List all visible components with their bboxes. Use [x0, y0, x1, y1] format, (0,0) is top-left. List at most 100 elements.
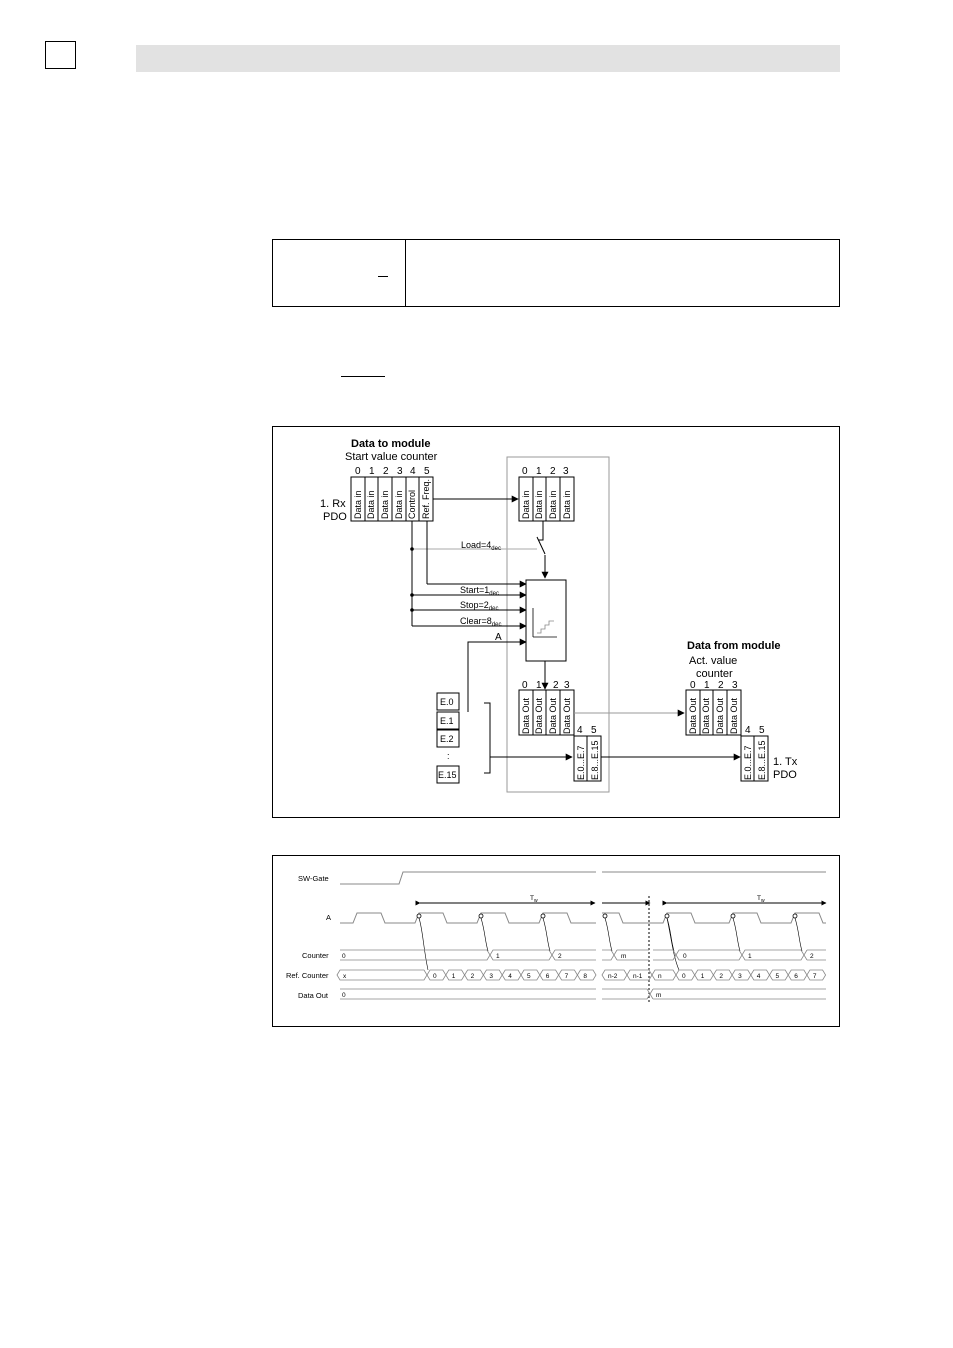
rx-byte-3: 3	[397, 466, 403, 477]
clear-label: Clear=8	[460, 616, 492, 626]
out-byte-2: 2	[553, 680, 559, 691]
out-byte-3: 3	[564, 680, 570, 691]
timing-diagram-svg: SW-Gate A Counter Ref. Counter Data Out …	[286, 871, 827, 1002]
ref-left-7: 7	[565, 973, 569, 980]
block-diagram-svg: Data to module Start value counter 1. Rx…	[320, 438, 798, 793]
tx-status-cell-1: E.8...E.15	[757, 740, 767, 780]
counter-cell-1: Data in	[534, 490, 544, 519]
tx-cell-2: Data Out	[715, 697, 725, 734]
counter-byte-2: 2	[550, 466, 556, 477]
signal-a: A	[326, 913, 331, 922]
tx-pdo-label-1: 1. Tx	[773, 756, 798, 768]
counter-block-diagram: Data to module Start value counter 1. Rx…	[272, 426, 840, 818]
svg-text:Load=4dec: Load=4dec	[461, 540, 501, 552]
counter-byte-0: 0	[522, 466, 528, 477]
ref-left-3: 3	[489, 973, 493, 980]
rx-byte-5: 5	[424, 466, 430, 477]
tw-label-right: T	[757, 895, 761, 902]
note-mark	[378, 276, 388, 277]
input-ellipsis: :	[447, 751, 450, 761]
counter-right-0: 0	[683, 953, 687, 960]
counter-left-m: m	[621, 953, 626, 960]
rx-cell-3: Data in	[394, 490, 404, 519]
timing-diagram: SW-Gate A Counter Ref. Counter Data Out …	[272, 855, 840, 1027]
start-label: Start=1	[460, 585, 489, 595]
data-to-module-title: Data to module	[351, 438, 430, 450]
input-e1: E.1	[440, 716, 454, 726]
ref-left-x: x	[343, 973, 347, 980]
input-e0: E.0	[440, 697, 454, 707]
svg-text:Tw: Tw	[530, 895, 538, 904]
sw-gate-trace	[340, 871, 596, 885]
out-cell-2: Data Out	[548, 697, 558, 734]
out-cell-0: Data Out	[521, 697, 531, 734]
counter-cell-3: Data in	[562, 490, 572, 519]
ref-left-x-segment	[336, 969, 428, 981]
note-table	[272, 239, 840, 307]
ref-mid-n-1: n-1	[633, 973, 643, 980]
out-byte-1: 1	[536, 680, 542, 691]
rx-byte-0: 0	[355, 466, 361, 477]
ref-left-2: 2	[471, 973, 475, 980]
ref-right-7: 7	[813, 973, 817, 980]
counter-right-1: 1	[748, 953, 752, 960]
input-a-arrow	[467, 638, 527, 712]
status-cell-1: E.8...E.15	[590, 740, 600, 780]
stop-label: Stop=2	[460, 600, 489, 610]
counter-left-2: 2	[558, 953, 562, 960]
underline-mark	[341, 376, 385, 377]
tx-cell-3: Data Out	[729, 697, 739, 734]
act-value-label-1: Act. value	[689, 655, 737, 667]
ref-right-1: 1	[701, 973, 705, 980]
tx-status-byte-4: 4	[745, 725, 751, 736]
svg-text:Clear=8dec: Clear=8dec	[460, 616, 501, 628]
tx-status-byte-5: 5	[759, 725, 765, 736]
ref-right-3: 3	[738, 973, 742, 980]
load-label: Load=4	[461, 540, 491, 550]
ref-left-8-segment	[576, 969, 597, 981]
module-frame	[506, 456, 610, 793]
ref-right-2: 2	[719, 973, 723, 980]
rx-byte-1: 1	[369, 466, 375, 477]
counter-byte-3: 3	[563, 466, 569, 477]
status-byte-5: 5	[591, 725, 597, 736]
input-e1-box	[436, 711, 460, 730]
signal-sw-gate: SW-Gate	[298, 874, 329, 883]
data-out-bus	[340, 988, 826, 1000]
out-byte-0: 0	[522, 680, 528, 691]
signal-counter: Counter	[302, 951, 329, 960]
input-bracket	[484, 702, 491, 774]
ref-left-8: 8	[583, 973, 587, 980]
input-e0-box	[436, 692, 460, 711]
counter-left-1: 1	[496, 953, 500, 960]
input-e2-box	[436, 729, 460, 748]
counter-cell-2: Data in	[548, 490, 558, 519]
ref-left-1: 1	[452, 973, 456, 980]
act-value-label-2: counter	[696, 668, 733, 680]
tx-byte-3: 3	[732, 680, 738, 691]
ref-right-5: 5	[776, 973, 780, 980]
a-trace	[340, 912, 596, 924]
input-e2: E.2	[440, 734, 454, 744]
status-byte-4: 4	[577, 725, 583, 736]
header-bar	[136, 45, 840, 72]
counter-bus	[340, 949, 826, 961]
svg-text:Stop=2dec: Stop=2dec	[460, 600, 498, 612]
data-out-0: 0	[342, 992, 346, 999]
input-e15-box	[436, 765, 460, 784]
rx-cell-5: Ref. Freq.	[421, 479, 431, 519]
ref-left-6: 6	[546, 973, 550, 980]
svg-text:Tw: Tw	[757, 895, 765, 904]
ref-left-4: 4	[508, 973, 512, 980]
load-switch	[536, 536, 546, 555]
tx-status-cell-0: E.0...E.7	[743, 745, 753, 780]
status-cell-0: E.0...E.7	[576, 745, 586, 780]
svg-text:Start=1dec: Start=1dec	[460, 585, 499, 597]
rx-pdo-label-2: PDO	[323, 511, 347, 523]
note-table-divider	[405, 239, 406, 307]
ref-right-6: 6	[794, 973, 798, 980]
ref-mid-n-2: n-2	[608, 973, 618, 980]
page-number-box	[45, 41, 76, 69]
rx-cell-1: Data in	[366, 490, 376, 519]
rx-byte-4: 4	[410, 466, 416, 477]
